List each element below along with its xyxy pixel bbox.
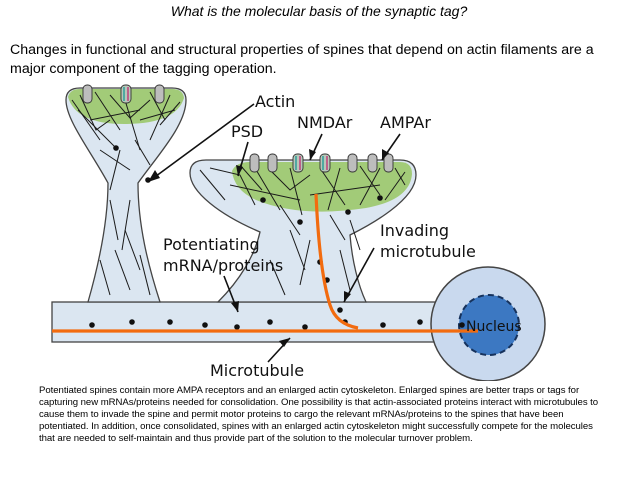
label-invading-line1: Invading <box>380 221 449 240</box>
receptors-right <box>249 153 394 173</box>
figure-caption: Potentiated spines contain more AMPA rec… <box>35 381 613 450</box>
nucleus <box>458 294 520 356</box>
label-microtubule: Microtubule <box>210 361 304 380</box>
label-actin: Actin <box>255 92 295 111</box>
label-nmdar: NMDAr <box>297 113 353 132</box>
actin-zone-right <box>232 162 412 212</box>
label-potentiating-line1: Potentiating <box>163 235 260 254</box>
label-potentiating-line2: mRNA/proteins <box>163 256 283 275</box>
dendrite-shaft <box>51 301 463 343</box>
actin-filaments-right <box>199 164 406 296</box>
invading-pointer <box>343 247 375 303</box>
label-nucleus: Nucleus <box>466 319 522 335</box>
label-psd: PSD <box>231 122 263 141</box>
slide-intro-text: Changes in functional and structural pro… <box>10 42 594 77</box>
invading-microtubule-path <box>314 193 359 330</box>
label-ampar: AMPAr <box>380 113 431 132</box>
label-invading-line2: microtubule <box>380 242 476 261</box>
spine-left <box>65 87 187 303</box>
pointer-arrowheads <box>148 149 389 347</box>
slide-question: What is the molecular basis of the synap… <box>170 3 468 19</box>
actin-filaments-left <box>71 91 181 296</box>
receptors-left <box>82 84 165 104</box>
actin-pointer <box>147 103 255 183</box>
